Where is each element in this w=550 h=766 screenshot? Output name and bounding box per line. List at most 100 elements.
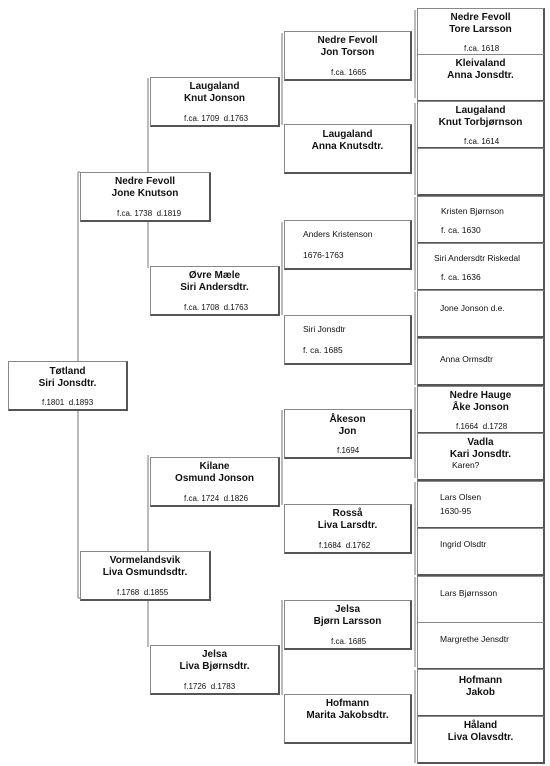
person-place: Kleivaland — [455, 58, 506, 69]
person-box-17: Kleivaland Anna Jonsdtr. — [417, 54, 545, 102]
person-place: Laugaland — [322, 129, 373, 140]
person-place: Nedre Fevoll — [317, 35, 378, 46]
person-box-22: Jone Jonson d.e. — [417, 290, 545, 338]
person-box-10: Anders Kristenson 1676-1763 — [284, 220, 412, 270]
person-box-11: Siri Jonsdtr f. ca. 1685 — [284, 315, 412, 365]
person-name: Osmund Jonson — [175, 473, 254, 484]
person-place: Vormelandsvik — [109, 555, 181, 566]
person-name: Jone Knutson — [111, 188, 179, 199]
person-dates: f. ca. 1636 — [441, 272, 481, 282]
person-place: Håland — [463, 720, 498, 731]
person-place: Kilane — [199, 461, 230, 472]
person-box-8: Nedre Fevoll Jon Torson f.ca. 1665 — [284, 31, 412, 81]
person-name: Knut Torbjørnson — [438, 117, 523, 128]
person-box-25: Vadla Kari Jonsdtr. Karen? — [417, 433, 545, 481]
person-name: Siri Andersdtr. — [180, 282, 249, 293]
person-dates: f.1694 — [337, 446, 360, 455]
person-place: Tøtland — [49, 366, 86, 377]
person-name: Anna Jonsdtr. — [447, 70, 514, 81]
person-dates: f.ca. 1708 d.1763 — [184, 303, 249, 312]
person-dates: f.ca. 1724 d.1826 — [184, 494, 249, 503]
person-name: Siri Jonsdtr — [303, 324, 346, 334]
person-dates: f.ca. 1685 — [331, 637, 367, 646]
person-box-29: Margrethe Jensdtr — [417, 622, 545, 670]
person-name: Siri Andersdtr Riskedal — [434, 253, 520, 263]
person-dates: 1676-1763 — [303, 250, 344, 260]
person-place: Rosså — [332, 508, 363, 519]
person-name: Liva Bjørnsdtr. — [179, 661, 250, 672]
person-dates: f.1726 d.1783 — [184, 682, 236, 691]
person-box-4: Laugaland Knut Jonson f.ca. 1709 d.1763 — [150, 77, 280, 127]
person-dates: f.ca. 1738 d.1819 — [117, 209, 182, 218]
person-box-6: Kilane Osmund Jonson f.ca. 1724 d.1826 — [150, 457, 280, 507]
person-box-15: Hofmann Marita Jakobsdtr. — [284, 694, 412, 744]
person-name: Siri Jonsdtr. — [38, 378, 97, 389]
person-box-18: Laugaland Knut Torbjørnson f.ca. 1614 — [417, 101, 545, 149]
person-dates: 1630-95 — [440, 506, 472, 516]
person-place: Laugaland — [455, 105, 506, 116]
person-place: Nedre Fevoll — [450, 12, 511, 23]
person-box-28: Lars Bjørnsson — [417, 576, 545, 624]
person-name: Marita Jakobsdtr. — [306, 710, 389, 721]
person-name: Bjørn Larsson — [313, 616, 382, 627]
person-box-16: Nedre Fevoll Tore Larsson f.ca. 1618 — [417, 8, 545, 56]
person-box-2: Nedre Fevoll Jone Knutson f.ca. 1738 d.1… — [80, 172, 211, 222]
person-name: Lars Bjørnsson — [440, 588, 498, 598]
person-box-1: Tøtland Siri Jonsdtr. f.1801 d.1893 — [8, 361, 128, 411]
person-name: Jone Jonson d.e. — [440, 303, 505, 313]
person-name: Anna Knutsdtr. — [311, 141, 384, 152]
person-name: Knut Jonson — [183, 93, 246, 104]
person-place: Nedre Hauge — [449, 390, 512, 401]
person-name: Tore Larsson — [449, 24, 512, 35]
person-name: Anders Kristenson — [303, 229, 373, 239]
person-dates: f.1801 d.1893 — [42, 398, 94, 407]
person-place: Nedre Fevoll — [114, 176, 176, 187]
person-place: Vadla — [467, 437, 494, 448]
person-dates: f.1684 d.1762 — [319, 541, 371, 550]
person-dates: f.ca. 1618 — [464, 44, 500, 53]
person-box-27: Ingrid Olsdtr — [417, 528, 545, 576]
person-box-5: Øvre Mæle Siri Andersdtr. f.ca. 1708 d.1… — [150, 266, 280, 316]
person-dates: f. ca. 1685 — [303, 345, 343, 355]
person-name: Anna Ormsdtr — [440, 354, 493, 364]
person-dates: f.1664 d.1728 — [456, 422, 508, 431]
person-dates: f.ca. 1614 — [464, 137, 500, 146]
person-box-30: Hofmann Jakob — [417, 669, 545, 717]
person-box-9: Laugaland Anna Knutsdtr. — [284, 124, 412, 174]
person-box-3: Vormelandsvik Liva Osmundsdtr. f.1768 d.… — [80, 551, 211, 601]
person-box-20: Kristen Bjørnson f. ca. 1630 — [417, 196, 545, 244]
person-name: Jon Torson — [320, 47, 375, 58]
person-name: Liva Olavsdtr. — [447, 732, 514, 743]
person-name: Ingrid Olsdtr — [440, 539, 487, 549]
person-note: Karen? — [452, 460, 480, 470]
person-name: Kristen Bjørnson — [441, 206, 504, 216]
person-box-14: Jelsa Bjørn Larsson f.ca. 1685 — [284, 600, 412, 650]
person-place: Jelsa — [334, 604, 361, 615]
person-place: Hofmann — [325, 698, 370, 709]
person-dates: f.1768 d.1855 — [117, 588, 169, 597]
person-name: Kari Jonsdtr. — [449, 449, 512, 460]
person-place: Jelsa — [201, 649, 228, 660]
person-name: Åke Jonson — [452, 402, 509, 413]
person-dates: f.ca. 1665 — [331, 68, 367, 77]
person-box-19 — [417, 148, 545, 196]
person-name: Liva Larsdtr. — [317, 520, 378, 531]
person-box-13: Rosså Liva Larsdtr. f.1684 d.1762 — [284, 504, 412, 554]
person-box-12: Åkeson Jon f.1694 — [284, 409, 412, 459]
person-name: Jakob — [466, 687, 495, 698]
person-dates: f.ca. 1709 d.1763 — [184, 114, 249, 123]
person-name: Lars Olsen — [440, 492, 482, 502]
person-place: Åkeson — [329, 414, 366, 425]
person-box-21: Siri Andersdtr Riskedal f. ca. 1636 — [417, 243, 545, 291]
person-place: Øvre Mæle — [188, 270, 241, 281]
person-box-26: Lars Olsen 1630-95 — [417, 481, 545, 529]
person-box-23: Anna Ormsdtr — [417, 338, 545, 386]
person-place: Hofmann — [458, 675, 503, 686]
person-place: Laugaland — [189, 81, 240, 92]
person-name: Liva Osmundsdtr. — [102, 567, 188, 578]
person-box-31: Håland Liva Olavsdtr. — [417, 716, 545, 764]
person-dates: f. ca. 1630 — [441, 225, 481, 235]
person-name: Margrethe Jensdtr — [440, 634, 509, 644]
person-box-24: Nedre Hauge Åke Jonson f.1664 d.1728 — [417, 386, 545, 434]
